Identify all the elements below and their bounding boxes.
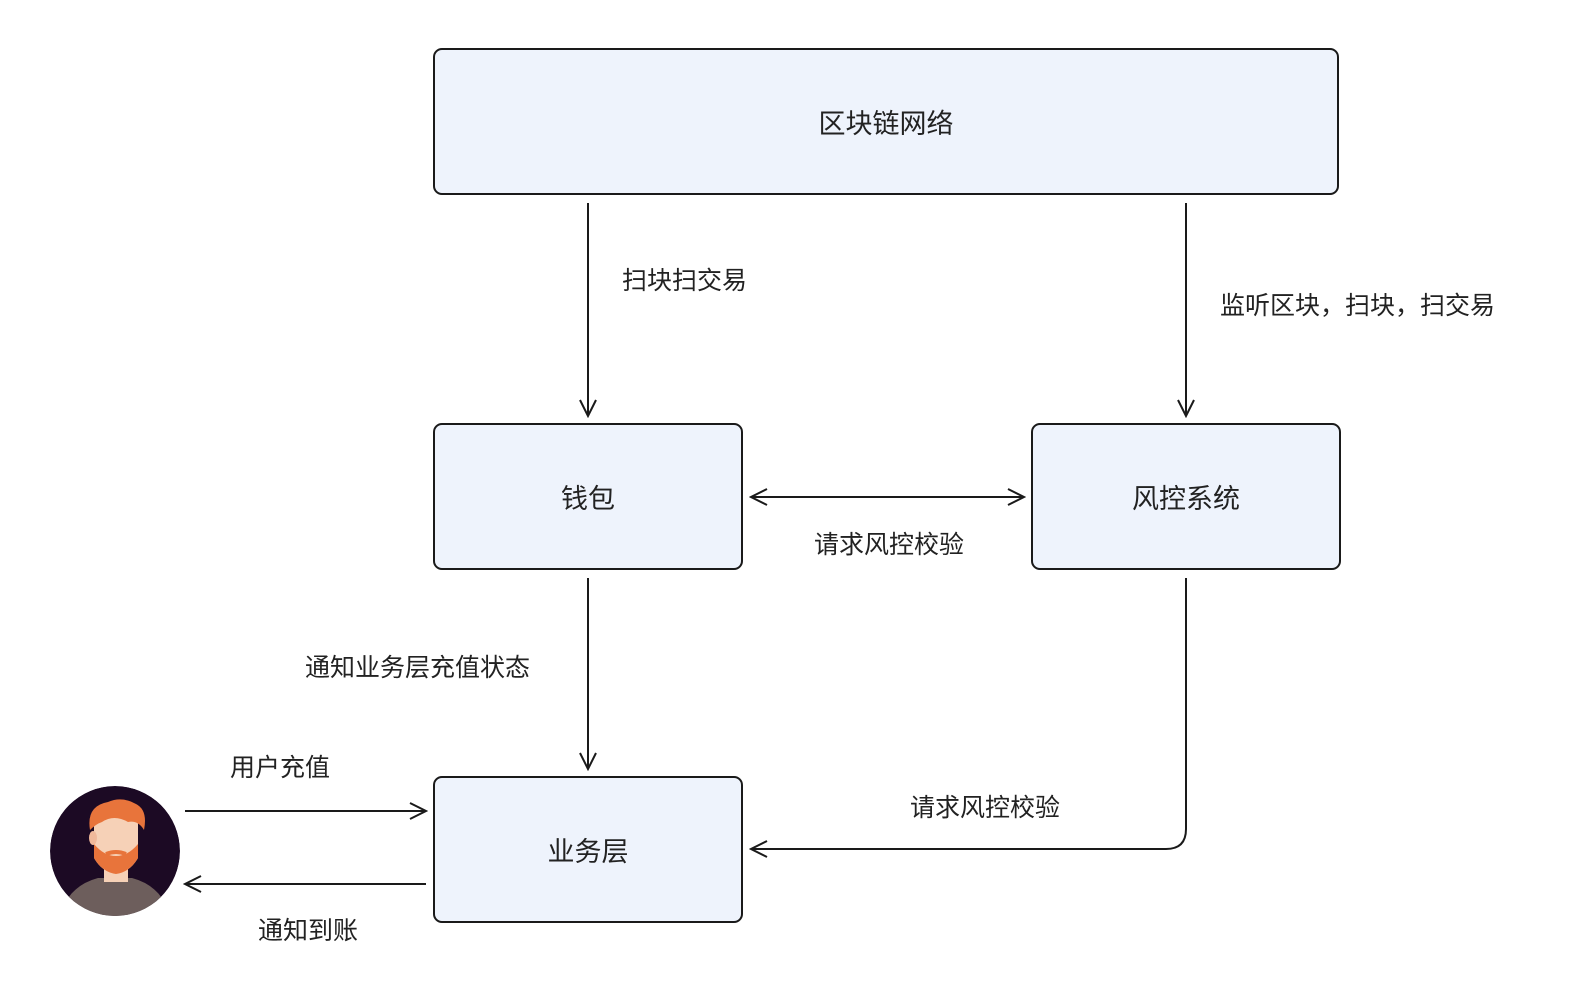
node-wallet-label: 钱包 xyxy=(561,484,615,515)
node-business-layer-label: 业务层 xyxy=(547,837,629,868)
node-blockchain-network-label: 区块链网络 xyxy=(818,109,954,140)
user-avatar-icon xyxy=(50,786,180,916)
edge-label-notify-user: 通知到账 xyxy=(258,916,359,945)
edge-label-notify-business: 通知业务层充值状态 xyxy=(305,653,531,682)
arrow-risk-to-business xyxy=(751,578,1187,849)
node-wallet: 钱包 xyxy=(433,423,743,570)
edge-label-risk-check-business: 请求风控校验 xyxy=(910,793,1061,822)
node-risk-control-label: 风控系统 xyxy=(1132,484,1240,515)
edge-label-risk-check: 请求风控校验 xyxy=(814,530,965,559)
edge-label-listen: 监听区块，扫块，扫交易 xyxy=(1220,291,1496,320)
node-risk-control: 风控系统 xyxy=(1031,423,1341,570)
edge-label-scan: 扫块扫交易 xyxy=(622,266,748,295)
edge-label-user-recharge: 用户充值 xyxy=(230,753,331,782)
node-blockchain-network: 区块链网络 xyxy=(433,48,1339,195)
node-business-layer: 业务层 xyxy=(433,776,743,923)
